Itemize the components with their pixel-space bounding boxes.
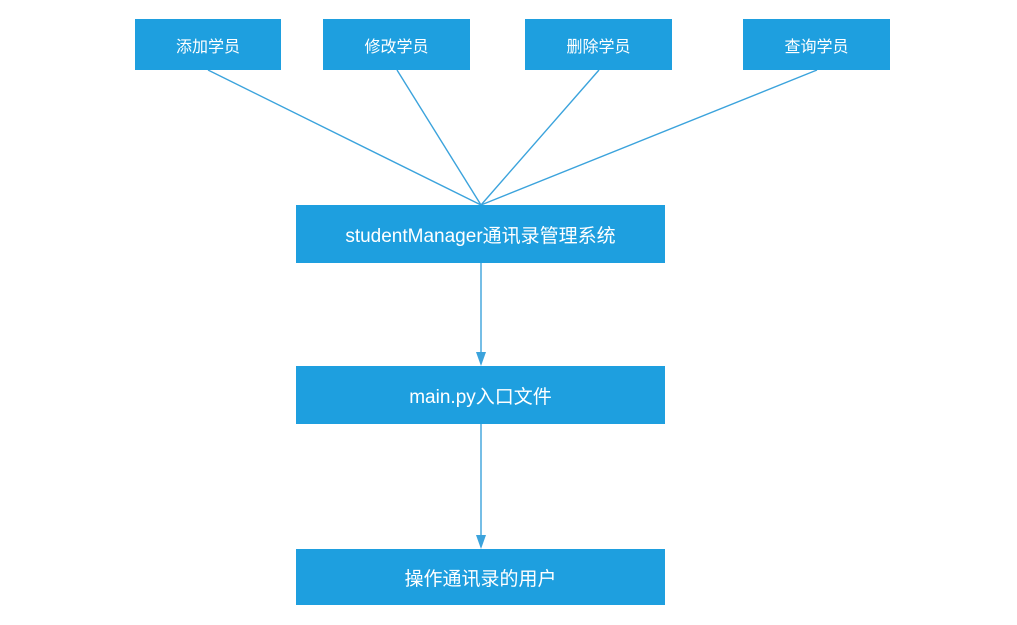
connector-query-to-system (480, 69, 818, 206)
node-delete-student-label: 删除学员 (566, 38, 631, 56)
node-add-student-label: 添加学员 (175, 38, 240, 56)
node-query-student: 查询学员 (743, 19, 890, 70)
connector-add-to-system (207, 69, 482, 206)
node-student-manager-system: studentManager通讯录管理系统 (296, 205, 665, 263)
arrowhead-entry-to-user (476, 535, 486, 549)
node-student-manager-system-label: studentManager通讯录管理系统 (345, 225, 616, 247)
node-modify-student: 修改学员 (323, 19, 470, 70)
node-addressbook-user: 操作通讯录的用户 (296, 549, 665, 605)
node-delete-student: 删除学员 (525, 19, 672, 70)
node-addressbook-user-label: 操作通讯录的用户 (404, 568, 557, 590)
node-query-student-label: 查询学员 (784, 38, 849, 56)
node-add-student: 添加学员 (135, 19, 281, 70)
connector-delete-to-system (480, 69, 600, 206)
connector-modify-to-system (396, 69, 482, 206)
node-main-py-entry-label: main.py入口文件 (409, 386, 552, 408)
arrowhead-system-to-entry (476, 352, 486, 366)
node-main-py-entry: main.py入口文件 (296, 366, 665, 424)
node-modify-student-label: 修改学员 (364, 38, 429, 56)
